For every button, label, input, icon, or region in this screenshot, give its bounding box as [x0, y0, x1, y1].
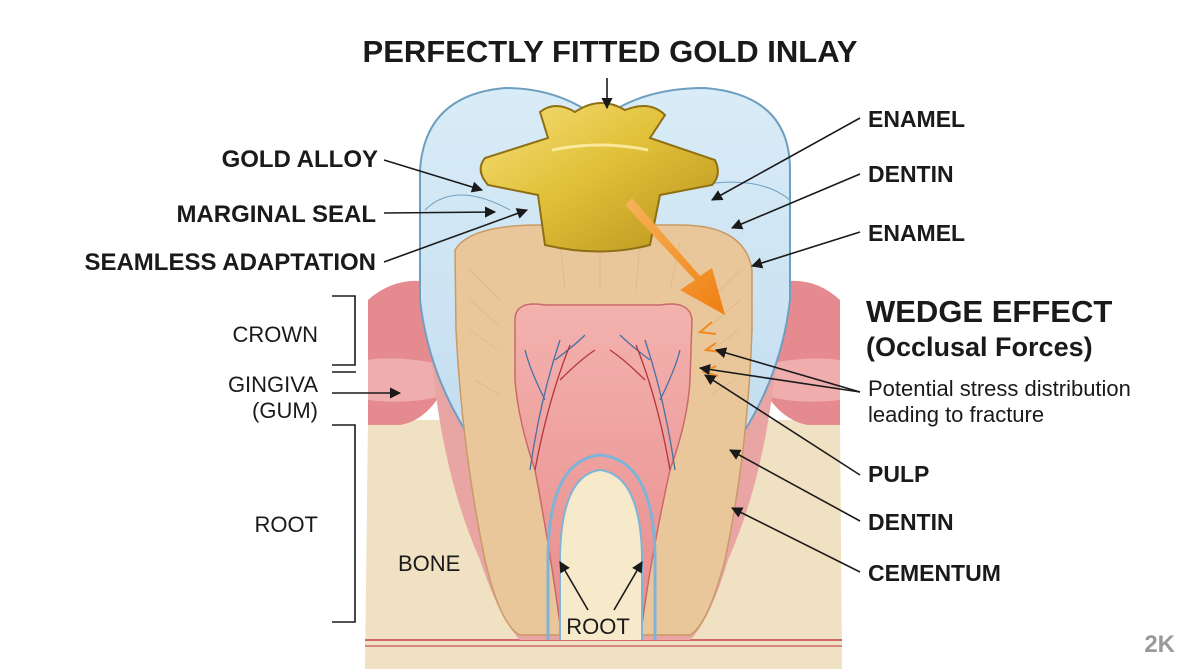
leader-dentin-top [730, 173, 861, 230]
leader-pulp [704, 374, 861, 476]
label-bone: BONE [398, 551, 460, 576]
gold-inlay [479, 102, 719, 253]
leader-marginal-seal [383, 206, 497, 218]
leader-seamless-adaptation [383, 208, 529, 263]
label-seamless-adaptation: SEAMLESS ADAPTATION [84, 249, 376, 276]
leader-enamel-top [711, 117, 861, 201]
leader-stress-2 [698, 363, 861, 393]
title: PERFECTLY FITTED GOLD INLAY [363, 34, 858, 69]
root-canal [546, 453, 657, 640]
label-root: ROOT [254, 512, 318, 537]
label-enamel-mid: ENAMEL [868, 220, 965, 246]
label-dentin-top: DENTIN [868, 161, 954, 187]
leader-dentin-bottom [729, 449, 861, 522]
gingiva-left-inner [368, 358, 445, 402]
gold-inlay-highlight [551, 143, 649, 152]
leader-root-left [559, 561, 589, 611]
label-marginal-seal: MARGINAL SEAL [176, 201, 376, 228]
label-root-bottom: ROOT [566, 614, 630, 639]
label-gingiva: GINGIVA [228, 372, 318, 397]
bracket-crown [332, 295, 356, 366]
leader-gold-alloy [383, 159, 484, 193]
label-dentin-bottom: DENTIN [868, 509, 954, 535]
pulp-vessels [524, 334, 681, 471]
label-gum: (GUM) [252, 398, 318, 423]
wedge-force-arrow [625, 198, 725, 315]
leader-enamel-mid [750, 231, 861, 269]
leader-stress-1 [714, 347, 861, 393]
label-cementum: CEMENTUM [868, 560, 1001, 586]
watermark: 2K [1144, 631, 1175, 658]
dentin-tubules [469, 239, 741, 396]
leader-root-right [613, 561, 643, 611]
label-stress-line2: leading to fracture [868, 402, 1044, 427]
label-enamel-top: ENAMEL [868, 106, 965, 132]
label-crown: CROWN [232, 322, 318, 347]
leader-cementum [730, 507, 861, 573]
label-wedge-effect: WEDGE EFFECT [866, 294, 1112, 329]
label-occlusal-forces: (Occlusal Forces) [866, 332, 1093, 362]
dej-line [424, 194, 511, 211]
label-pulp: PULP [868, 461, 929, 487]
label-stress-line1: Potential stress distribution [868, 376, 1131, 401]
label-gold-alloy: GOLD ALLOY [222, 146, 378, 173]
bracket-root [332, 424, 356, 623]
